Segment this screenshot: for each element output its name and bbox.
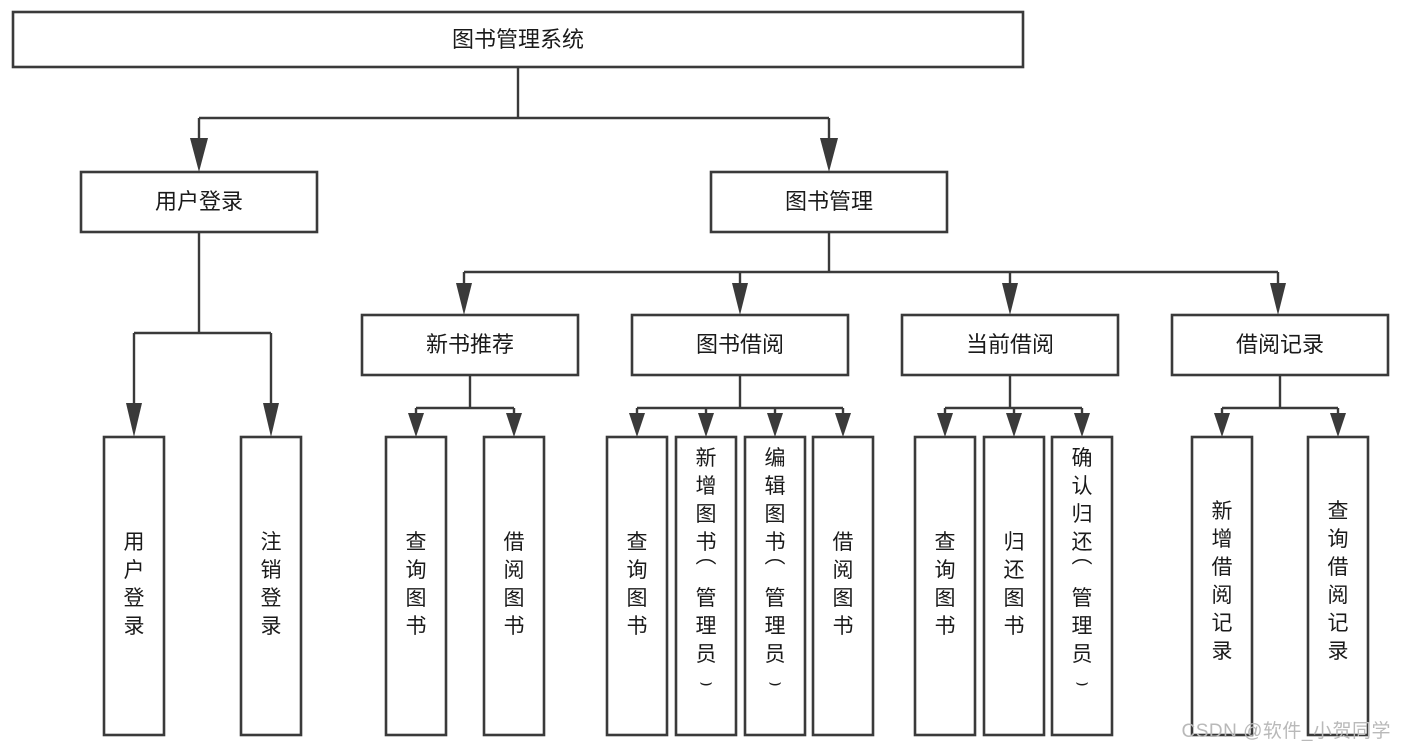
node-leaf-borrow-book-1[interactable]: 借阅图书	[482, 435, 546, 737]
node-leaf-borrow-book-1-label: 借阅图书	[504, 531, 525, 638]
node-leaf-query-book-3-box[interactable]	[913, 435, 977, 737]
node-leaf-user-login-box[interactable]	[102, 435, 166, 737]
node-root-label: 图书管理系统	[452, 27, 584, 52]
node-leaf-query-book-1[interactable]: 查询图书	[384, 435, 448, 737]
arrow-head-leaf-query-book-2	[629, 413, 645, 437]
arrow-head-new-book-recommend	[456, 283, 472, 315]
node-book-borrow-label: 图书借阅	[696, 332, 784, 357]
node-leaf-logout-box[interactable]	[239, 435, 303, 737]
node-user-login[interactable]: 用户登录	[79, 170, 319, 234]
node-current-borrow-label: 当前借阅	[966, 332, 1054, 357]
node-leaf-borrow-book-2[interactable]: 借阅图书	[811, 435, 875, 737]
node-leaf-query-book-3[interactable]: 查询图书	[913, 435, 977, 737]
node-leaf-return-book[interactable]: 归还图书	[982, 435, 1046, 737]
connector-lines	[126, 67, 1346, 437]
arrow-head-leaf-query-record	[1330, 413, 1346, 437]
arrow-head-leaf-edit-book	[767, 413, 783, 437]
node-leaf-user-login[interactable]: 用户登录	[102, 435, 166, 737]
node-leaf-borrow-book-2-box[interactable]	[811, 435, 875, 737]
arrow-head-leaf-borrow-book-2	[835, 413, 851, 437]
node-leaf-add-record-box[interactable]	[1190, 435, 1254, 737]
node-leaf-query-book-1-box[interactable]	[384, 435, 448, 737]
arrow-head-leaf-add-book	[698, 413, 714, 437]
node-leaf-edit-book[interactable]: 编辑图书⌒管理员⌣	[743, 435, 807, 737]
node-current-borrow[interactable]: 当前借阅	[900, 313, 1120, 377]
node-book-manage-box[interactable]	[709, 170, 949, 234]
node-leaf-borrow-book-2-label: 借阅图书	[833, 531, 854, 638]
node-leaf-add-book[interactable]: 新增图书⌒管理员⌣	[674, 435, 738, 737]
node-leaf-confirm-return[interactable]: 确认归还⌒管理员⌣	[1050, 435, 1114, 737]
leaf-nodes-layer: 用户登录 注销登录 查询图书 借阅图书 查询图书 新增图书⌒管理员⌣ 编辑图书⌒管理员⌣ 借阅…	[102, 435, 1370, 737]
arrow-head-leaf-logout	[263, 403, 279, 437]
arrow-head-leaf-add-record	[1214, 413, 1230, 437]
node-leaf-add-book-label: 新增图书⌒管理员⌣	[696, 447, 717, 694]
node-leaf-logout[interactable]: 注销登录	[239, 435, 303, 737]
arrow-head-leaf-query-book-1	[408, 413, 424, 437]
node-leaf-query-record[interactable]: 查询借阅记录	[1306, 435, 1370, 737]
node-leaf-borrow-book-1-box[interactable]	[482, 435, 546, 737]
node-borrow-record-box[interactable]	[1170, 313, 1390, 377]
arrow-head-borrow-record	[1270, 283, 1286, 315]
node-leaf-query-record-box[interactable]	[1306, 435, 1370, 737]
node-leaf-confirm-return-box[interactable]	[1050, 435, 1114, 737]
node-leaf-query-book-2-label: 查询图书	[627, 531, 648, 638]
node-leaf-add-book-box[interactable]	[674, 435, 738, 737]
node-leaf-edit-book-label: 编辑图书⌒管理员⌣	[765, 447, 786, 694]
node-leaf-return-book-label: 归还图书	[1004, 531, 1025, 638]
arrow-head-leaf-borrow-book-1	[506, 413, 522, 437]
node-new-book-recommend-label: 新书推荐	[426, 332, 514, 357]
arrow-head-book-manage	[820, 138, 838, 172]
node-leaf-add-record[interactable]: 新增借阅记录	[1190, 435, 1254, 737]
node-leaf-edit-book-box[interactable]	[743, 435, 807, 737]
node-borrow-record[interactable]: 借阅记录	[1170, 313, 1390, 377]
node-book-manage-label: 图书管理	[785, 189, 873, 214]
node-book-borrow-box[interactable]	[630, 313, 850, 377]
arrow-head-leaf-confirm-return	[1074, 413, 1090, 437]
node-leaf-query-record-label: 查询借阅记录	[1328, 500, 1349, 663]
node-new-book-recommend[interactable]: 新书推荐	[360, 313, 580, 377]
node-root-box[interactable]	[11, 10, 1025, 69]
node-leaf-return-book-box[interactable]	[982, 435, 1046, 737]
node-leaf-query-book-2[interactable]: 查询图书	[605, 435, 669, 737]
csdn-watermark: CSDN @软件_小贺同学	[1181, 721, 1391, 742]
node-user-login-label: 用户登录	[155, 189, 243, 214]
node-leaf-query-book-2-box[interactable]	[605, 435, 669, 737]
arrow-head-leaf-query-book-3	[937, 413, 953, 437]
node-new-book-recommend-box[interactable]	[360, 313, 580, 377]
node-book-borrow[interactable]: 图书借阅	[630, 313, 850, 377]
node-leaf-query-book-1-label: 查询图书	[406, 531, 427, 638]
node-leaf-logout-label: 注销登录	[261, 531, 282, 638]
node-leaf-user-login-label: 用户登录	[124, 531, 145, 638]
node-user-login-box[interactable]	[79, 170, 319, 234]
node-book-manage[interactable]: 图书管理	[709, 170, 949, 234]
arrow-head-current-borrow	[1002, 283, 1018, 315]
arrow-head-user-login	[190, 138, 208, 172]
node-borrow-record-label: 借阅记录	[1236, 332, 1324, 357]
arrow-head-leaf-user-login	[126, 403, 142, 437]
arrow-head-leaf-return-book	[1006, 413, 1022, 437]
arrow-head-book-borrow	[732, 283, 748, 315]
node-leaf-confirm-return-label: 确认归还⌒管理员⌣	[1072, 447, 1093, 694]
node-current-borrow-box[interactable]	[900, 313, 1120, 377]
node-leaf-add-record-label: 新增借阅记录	[1212, 500, 1233, 663]
node-root[interactable]: 图书管理系统	[11, 10, 1025, 69]
node-leaf-query-book-3-label: 查询图书	[935, 531, 956, 638]
